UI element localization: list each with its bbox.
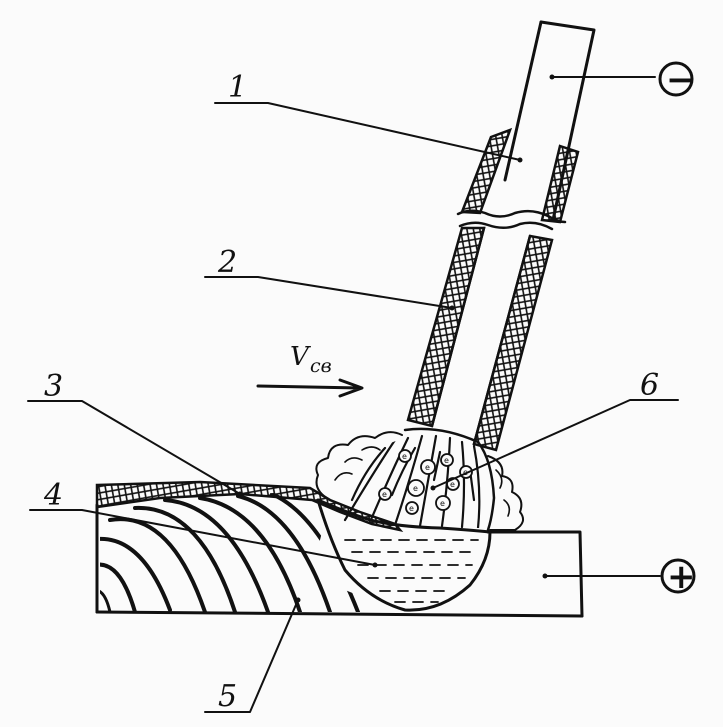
coating-upper-right — [540, 144, 580, 224]
ion-label: e — [413, 484, 418, 493]
coating-upper-left — [460, 127, 513, 215]
pool-dashes — [344, 539, 479, 603]
ion-label: e — [409, 504, 414, 513]
gas-cloud-left — [315, 431, 403, 501]
label-6: 6 — [640, 368, 659, 403]
ion-label: e — [444, 456, 449, 465]
electrode — [406, 20, 596, 452]
coating-lower-right — [472, 234, 554, 452]
ion-label: e — [382, 490, 387, 499]
weld-seam — [100, 492, 360, 612]
speed-label: V — [290, 342, 311, 372]
plus-sign: + — [667, 557, 696, 597]
workpiece-terminal: + — [660, 557, 696, 597]
label-2: 2 — [217, 245, 237, 280]
minus-circle — [658, 61, 694, 97]
electron-particles: e e e e e e e e e — [378, 449, 473, 515]
workpiece — [95, 480, 584, 618]
label-4: 4 — [43, 478, 63, 513]
ion-label: e — [440, 499, 445, 508]
welding-speed: V св — [256, 342, 364, 398]
coating-lower-left — [406, 226, 486, 428]
label-3: 3 — [44, 369, 63, 404]
direction-arrow — [256, 378, 364, 398]
speed-subscript: св — [310, 355, 332, 377]
leader-lines — [27, 74, 679, 713]
ion-label: e — [402, 452, 407, 461]
plus-circle — [660, 558, 696, 594]
ion-label: e — [450, 480, 455, 489]
number-labels: 1 2 3 4 5 6 — [43, 70, 659, 714]
electrode-terminal: − — [658, 60, 695, 100]
arc-zone: e e e e e e e e e — [315, 427, 525, 532]
slag-crust — [95, 480, 404, 532]
gas-cloud-right — [487, 455, 525, 531]
ion-label: e — [425, 463, 430, 472]
minus-sign: − — [666, 60, 695, 100]
label-5: 5 — [218, 679, 237, 714]
weld-pool — [316, 498, 492, 612]
label-1: 1 — [228, 70, 247, 105]
